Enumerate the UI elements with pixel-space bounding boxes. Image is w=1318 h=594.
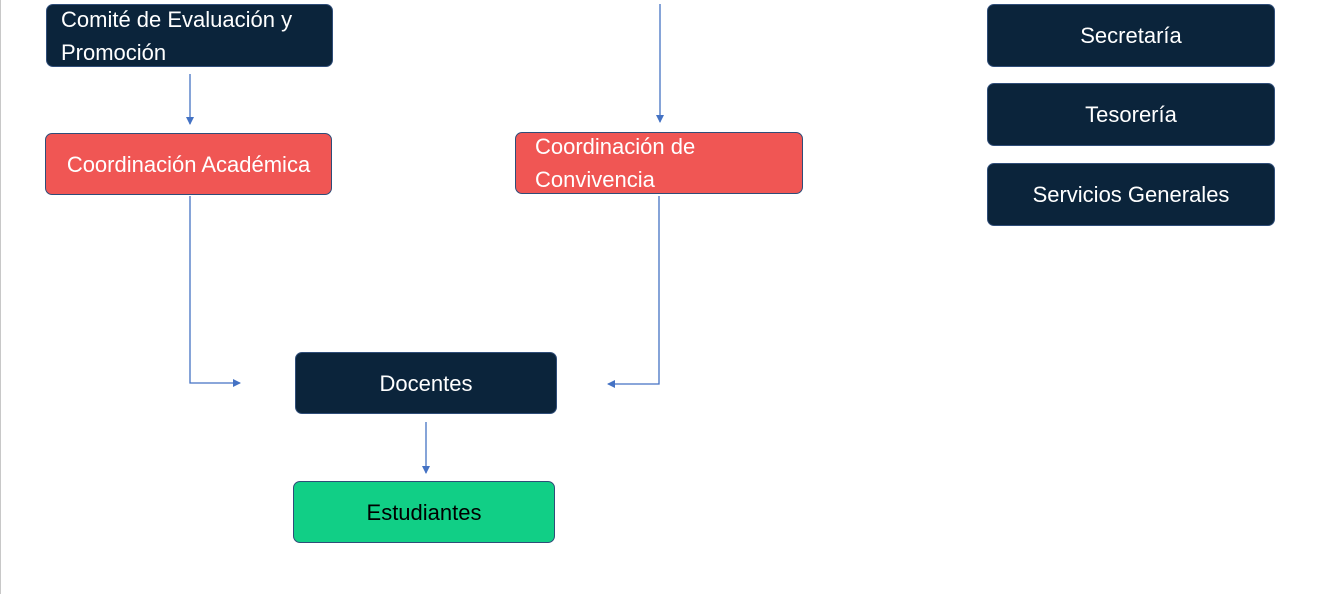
node-secretaria: Secretaría xyxy=(987,4,1275,67)
node-estudiantes-label: Estudiantes xyxy=(366,499,482,525)
node-docentes-label: Docentes xyxy=(379,370,473,396)
node-estudiantes: Estudiantes xyxy=(293,481,555,543)
page-left-border xyxy=(0,0,1,594)
node-comite-evaluacion-promocion: Comité de Evaluación y Promoción xyxy=(46,4,333,67)
connector-academica-to-docentes xyxy=(189,196,241,387)
connector-convivencia-to-docentes xyxy=(607,196,660,388)
node-servicios-generales: Servicios Generales xyxy=(987,163,1275,226)
node-docentes: Docentes xyxy=(295,352,557,414)
node-secretaria-label: Secretaría xyxy=(1080,23,1182,48)
node-comite-label: Comité de Evaluación y Promoción xyxy=(61,6,293,65)
node-coordinacion-academica-label: Coordinación Académica xyxy=(66,151,311,177)
node-coordinacion-convivencia: Coordinación de Convivencia xyxy=(515,132,803,194)
node-servicios-generales-label: Servicios Generales xyxy=(1032,182,1230,207)
node-coordinacion-convivencia-label: Coordinación de Convivencia xyxy=(535,134,696,192)
node-tesoreria: Tesorería xyxy=(987,83,1275,146)
node-coordinacion-academica: Coordinación Académica xyxy=(45,133,332,195)
node-tesoreria-label: Tesorería xyxy=(1085,102,1177,127)
